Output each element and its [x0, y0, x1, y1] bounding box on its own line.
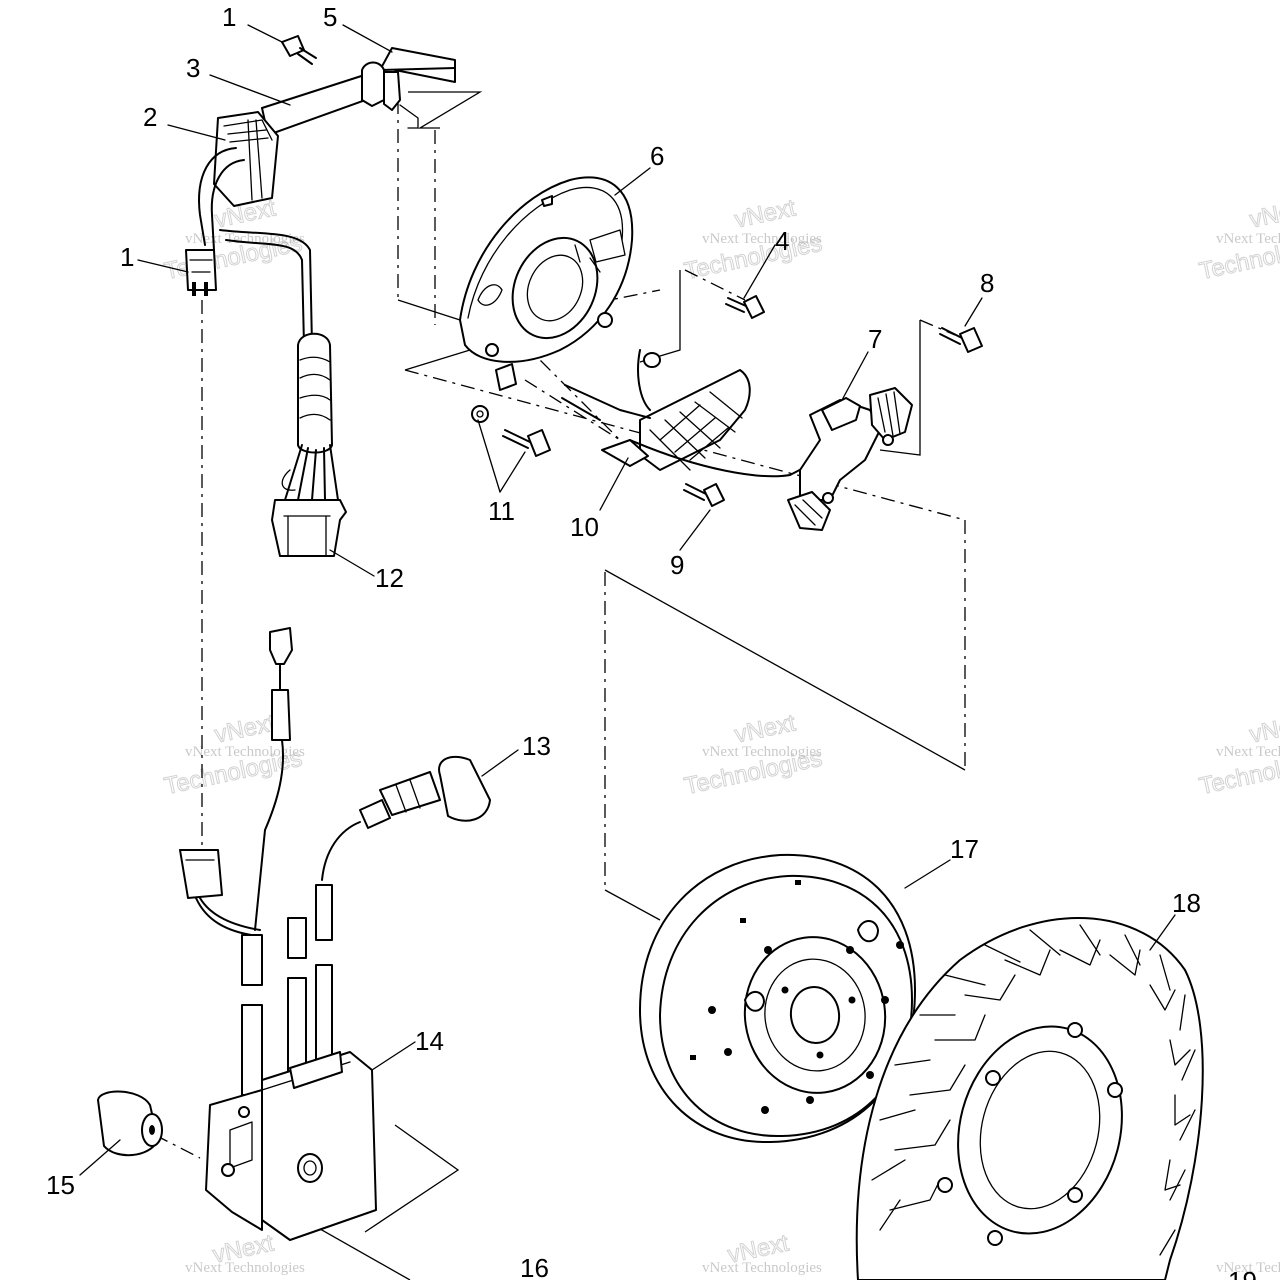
callout-2: 2: [143, 102, 157, 132]
callout-4-mid: 4: [775, 226, 789, 256]
callout-17: 17: [950, 834, 979, 864]
callout-19: 19: [1228, 1266, 1257, 1280]
callout-9: 9: [670, 550, 684, 580]
watermark-text: vNext Technologies: [1216, 1260, 1280, 1276]
screw-part-9: [683, 483, 725, 507]
svg-text:vNext: vNext: [732, 709, 798, 748]
connector-part-12: [271, 499, 347, 557]
callout-18: 18: [1172, 888, 1201, 918]
callout-11: 11: [488, 496, 515, 526]
callout-3: 3: [186, 53, 200, 83]
callout-12: 12: [375, 563, 404, 593]
callout-13: 13: [522, 731, 551, 761]
rectifier-block: [213, 111, 279, 207]
callout-7: 7: [868, 324, 882, 354]
watermark-text: vNext Technologies: [185, 744, 305, 760]
callout-labels: 1 5 3 2 1 6 4 8 7 11 10 9 12 13 14 15 16…: [46, 2, 1257, 1280]
flywheel-part-17: [639, 853, 916, 1144]
coil-connector: [179, 849, 261, 937]
watermark-text: vNext Technologies: [1216, 231, 1280, 247]
lead-connector: [254, 627, 293, 931]
callout-4: 1: [222, 2, 236, 32]
callout-1: 1: [120, 242, 134, 272]
svg-text:vNext: vNext: [212, 709, 278, 748]
leader-lines: [79, 24, 1176, 1176]
watermark-text: vNext Technologies: [702, 1260, 822, 1276]
screw-part-4: [281, 35, 317, 65]
spark-plug-cap-part-13: [321, 755, 491, 881]
callout-6: 6: [650, 141, 664, 171]
washer-middle: [643, 352, 661, 368]
wire-harness: [198, 147, 339, 501]
svg-text:vNext: vNext: [1247, 194, 1280, 233]
bushing-part-15: [97, 1090, 163, 1157]
trigger-coil-part-7: [787, 387, 913, 531]
watermark-text: vNext Technologies: [702, 744, 822, 760]
callout-14: 14: [415, 1026, 444, 1056]
watermark-text: vNext Technologies: [185, 1260, 305, 1276]
callout-16: 16: [520, 1253, 549, 1280]
callout-5: 5: [323, 2, 337, 32]
callout-15: 15: [46, 1170, 75, 1200]
watermark-text: vNext Technologies: [1216, 744, 1280, 760]
ignition-coil-part-14: [205, 1051, 377, 1241]
charging-coil: [561, 349, 816, 478]
screw-part-11: [471, 405, 551, 457]
screw-part-8: [939, 327, 983, 353]
callout-8: 8: [980, 268, 994, 298]
plug-part-1: [185, 249, 217, 296]
callout-10: 10: [570, 512, 599, 542]
svg-text:vNext: vNext: [1247, 709, 1280, 748]
stator-plate-part-6: [459, 176, 634, 391]
screw-part-4-mid: [725, 295, 765, 319]
fan-part-18: [855, 916, 1204, 1280]
watermark-text: vNext Technologies: [702, 231, 822, 247]
